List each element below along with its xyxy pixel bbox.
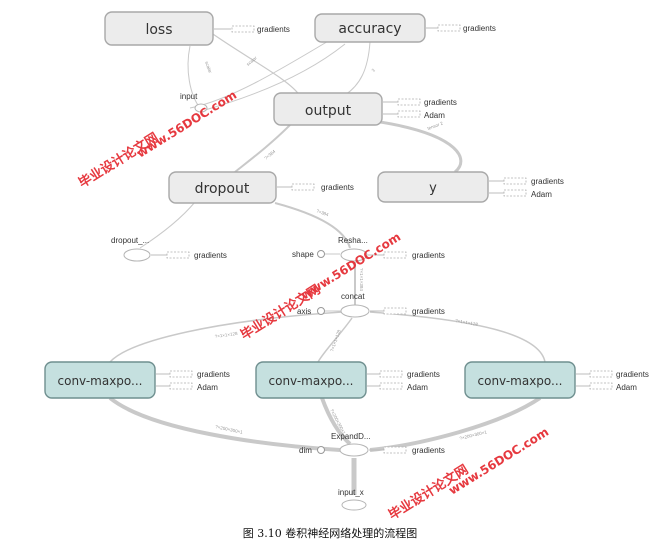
edges	[108, 31, 546, 495]
shape-port[interactable]	[317, 250, 325, 258]
edge-concat-conv1	[109, 311, 343, 363]
node-conv-2[interactable]: conv-maxpo...	[255, 361, 367, 399]
edge-output-dropout	[234, 124, 291, 173]
edge-label-conv-mid: ?×1×1×128	[329, 329, 342, 353]
svg-text:gradients: gradients	[424, 98, 457, 107]
edge-label-exp-right: ?×200×300×1	[459, 429, 488, 441]
edge-loss-output	[209, 31, 301, 97]
edge-output-y	[379, 120, 463, 174]
node-conv-3-label: conv-maxpo...	[478, 374, 563, 388]
expand-label: ExpandD...	[331, 432, 371, 441]
edge-label-out-dim: ?×384	[263, 148, 276, 160]
shape-label: shape	[292, 250, 314, 259]
svg-text:Adam: Adam	[407, 383, 428, 392]
figure-caption: 图 3.10 卷积神经网络处理的流程图	[243, 526, 417, 540]
edge-label-conv-left: ?×1×1×128	[214, 331, 238, 339]
dim-label: dim	[299, 446, 312, 455]
dim-port[interactable]	[317, 446, 325, 454]
edge-label-exp-left: ?×200×300×1	[215, 424, 244, 435]
svg-text:gradients: gradients	[257, 25, 290, 34]
edge-dropout-small	[139, 201, 196, 249]
svg-text:gradients: gradients	[531, 177, 564, 186]
node-conv-1[interactable]: conv-maxpo...	[44, 361, 156, 399]
node-accuracy-label: accuracy	[338, 21, 401, 37]
node-y[interactable]: y	[377, 171, 489, 203]
concat-node[interactable]	[340, 304, 370, 318]
edge-label-shape-dim: ?×384	[316, 208, 330, 217]
edge-label-scalar: scalar	[204, 61, 213, 74]
node-conv-3[interactable]: conv-maxpo...	[464, 361, 576, 399]
dropout-small-label: dropout_...	[111, 236, 149, 245]
svg-text:gradients: gradients	[412, 446, 445, 455]
svg-text:Adam: Adam	[616, 383, 637, 392]
reshape-label: Resha...	[338, 236, 368, 245]
edge-conv1-expand	[108, 396, 341, 452]
edge-concat-conv3	[369, 311, 546, 363]
axis-label: axis	[297, 307, 311, 316]
input-x-label: input_x	[338, 488, 364, 497]
watermark-layer: 毕业设计论文网 www.56DOC.com 毕业设计论文网 www.56DOC.…	[76, 88, 552, 524]
edge-input-accuracy	[204, 43, 346, 111]
svg-text:gradients: gradients	[412, 307, 445, 316]
edge-label-conv-right: ?×1×1×128	[455, 318, 479, 327]
svg-text:gradients: gradients	[197, 370, 230, 379]
input-node[interactable]	[194, 103, 208, 113]
edge-label-two: 2	[371, 67, 377, 72]
concat-label: concat	[341, 292, 365, 301]
svg-text:gradients: gradients	[407, 370, 440, 379]
node-loss-label: loss	[145, 22, 172, 38]
edge-label-scalar2: scalar	[245, 55, 258, 67]
node-y-label: y	[429, 181, 437, 196]
node-loss[interactable]: loss	[104, 11, 214, 46]
edge-dropout-reshape	[274, 202, 351, 249]
input-x-node[interactable]	[341, 499, 367, 511]
dropout-small-node[interactable]	[123, 248, 151, 262]
node-dropout-label: dropout	[195, 181, 250, 197]
svg-text:gradients: gradients	[321, 183, 354, 192]
edge-input-loss	[187, 45, 201, 109]
node-output-label: output	[305, 103, 352, 119]
axis-port[interactable]	[317, 307, 325, 315]
node-dropout[interactable]: dropout	[168, 171, 277, 204]
svg-text:Adam: Adam	[424, 111, 445, 120]
svg-text:gradients: gradients	[463, 24, 496, 33]
expand-node[interactable]	[339, 443, 369, 457]
input-label: input	[180, 92, 198, 101]
node-accuracy[interactable]: accuracy	[314, 13, 426, 43]
svg-text:gradients: gradients	[412, 251, 445, 260]
svg-text:gradients: gradients	[616, 370, 649, 379]
node-conv-1-label: conv-maxpo...	[58, 374, 143, 388]
svg-text:Adam: Adam	[531, 190, 552, 199]
node-conv-2-label: conv-maxpo...	[269, 374, 354, 388]
reshape-node[interactable]	[340, 248, 368, 262]
svg-text:gradients: gradients	[194, 251, 227, 260]
svg-text:Adam: Adam	[197, 383, 218, 392]
edge-conv2-expand	[320, 397, 352, 446]
edge-label-concat-out: ?×1×1×384	[359, 268, 364, 291]
edge-concat-conv2	[317, 317, 353, 363]
side-attachments: gradients gradients gradients Adam gradi…	[151, 24, 649, 455]
edge-label-tensor2: tensor 2	[427, 121, 444, 131]
node-output[interactable]: output	[273, 92, 383, 126]
edge-accuracy-output	[344, 41, 371, 96]
